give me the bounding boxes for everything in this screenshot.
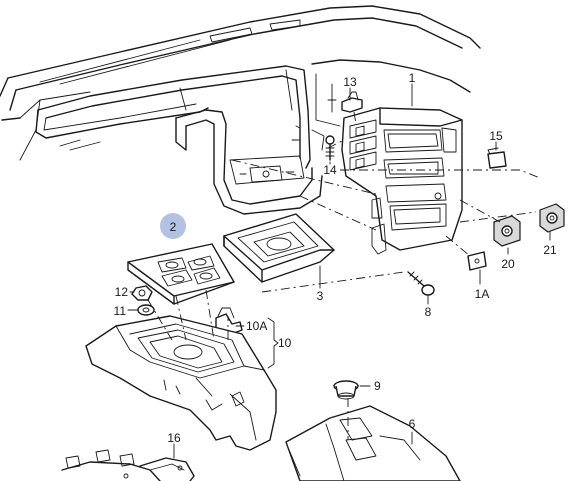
part-11-washer	[137, 304, 155, 316]
callout-8: 8	[425, 305, 432, 319]
part-10-center-console	[85, 315, 277, 451]
callout-10a: 10A	[246, 319, 267, 333]
part-1a-clip	[467, 251, 487, 271]
callout-3: 3	[317, 289, 324, 303]
callout-15: 15	[489, 129, 503, 143]
part-6-rear-cover	[285, 405, 461, 481]
part-15-bracket	[487, 147, 507, 169]
part-14-screw	[325, 135, 335, 161]
part-20-switch	[493, 215, 521, 247]
part-9-plug	[333, 380, 359, 400]
callout-11: 11	[114, 304, 127, 318]
part-1-center-trim-panel	[341, 107, 463, 255]
callout-12: 12	[115, 285, 129, 299]
callout-16: 16	[167, 431, 181, 445]
callout-9: 9	[374, 379, 381, 393]
callout-14: 14	[323, 163, 337, 177]
callout-1a: 1A	[475, 287, 490, 301]
part-16-floor-bracket	[61, 449, 195, 481]
part-3-shift-bezel	[223, 213, 335, 283]
dashboard-panel	[0, 5, 481, 215]
part-13-clip	[341, 89, 363, 113]
part-8-screw	[407, 271, 435, 296]
callout-2: 2	[170, 220, 177, 234]
leader-lines	[127, 83, 551, 459]
part-2-switch-panel	[127, 243, 235, 305]
callout-1: 1	[409, 71, 416, 85]
part-21-switch	[539, 203, 565, 233]
callout-6: 6	[409, 417, 416, 431]
callout-21: 21	[543, 243, 557, 257]
callout-20: 20	[501, 257, 515, 271]
part-12-nut	[131, 285, 153, 301]
callout-10: 10	[278, 336, 292, 350]
callout-2-highlight	[160, 213, 186, 239]
assembly-lines	[147, 111, 541, 440]
callout-13: 13	[343, 75, 357, 89]
